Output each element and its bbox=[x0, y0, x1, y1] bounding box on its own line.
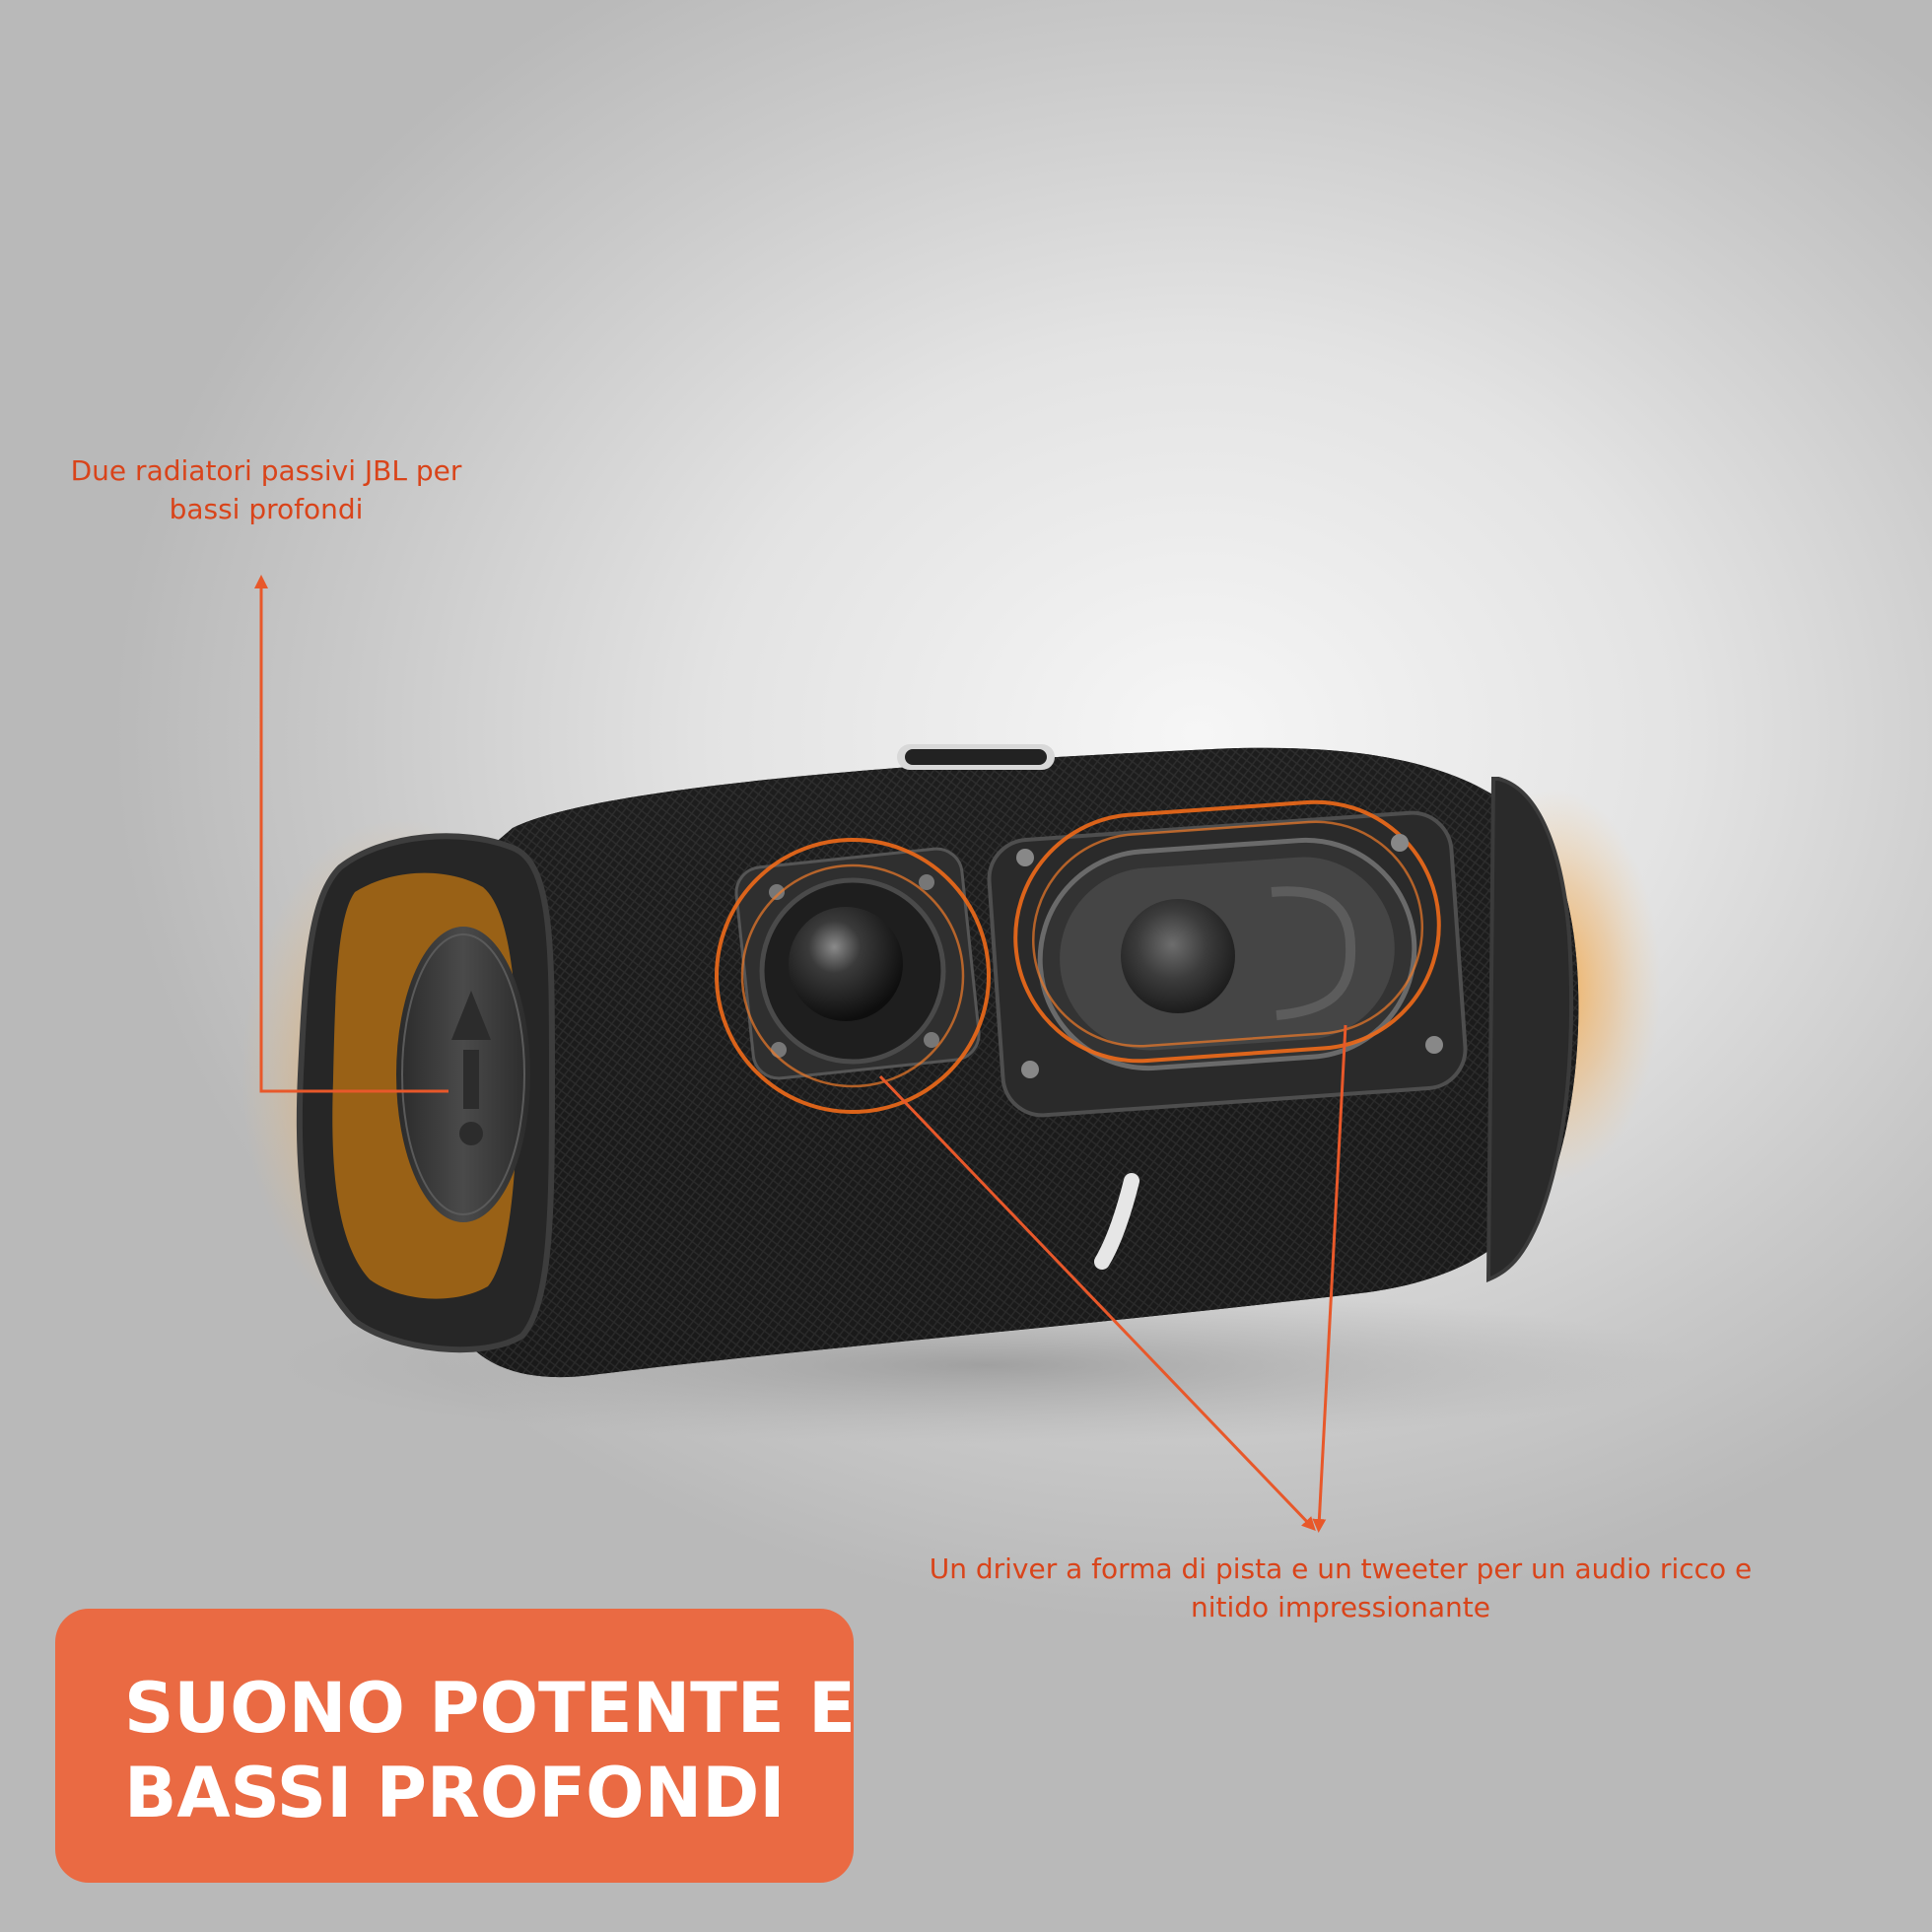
passive-radiators-line-1: Due radiatori passivi JBL per bbox=[70, 454, 462, 487]
arrow-passive-radiator bbox=[254, 575, 448, 1093]
headline-box: SUONO POTENTE E BASSI PROFONDI bbox=[55, 1609, 856, 1883]
arrow-icon bbox=[254, 575, 1347, 1533]
drivers-annotation: Un driver a forma di pista e un tweeter … bbox=[867, 1550, 1814, 1626]
light-bar bbox=[1094, 1173, 1139, 1270]
racetrack-driver bbox=[987, 799, 1468, 1118]
arrow-tweeter bbox=[878, 1074, 1316, 1532]
jbl-logo-icon bbox=[451, 991, 491, 1145]
headline-line-2: BASSI PROFONDI bbox=[124, 1753, 786, 1833]
passive-radiators-annotation: Due radiatori passivi JBL per bassi prof… bbox=[20, 451, 513, 528]
drivers-line-1: Un driver a forma di pista e un tweeter … bbox=[929, 1552, 1753, 1585]
left-endcap bbox=[296, 833, 555, 1353]
right-endcap bbox=[1485, 777, 1574, 1282]
tweeter bbox=[715, 838, 991, 1114]
passive-radiators-line-2: bassi profondi bbox=[169, 493, 364, 525]
arrow-racetrack-driver bbox=[1312, 1024, 1347, 1533]
headline: SUONO POTENTE E BASSI PROFONDI bbox=[124, 1666, 856, 1835]
headline-line-1: SUONO POTENTE E bbox=[124, 1668, 856, 1749]
drivers-line-2: nitido impressionante bbox=[1191, 1591, 1490, 1623]
